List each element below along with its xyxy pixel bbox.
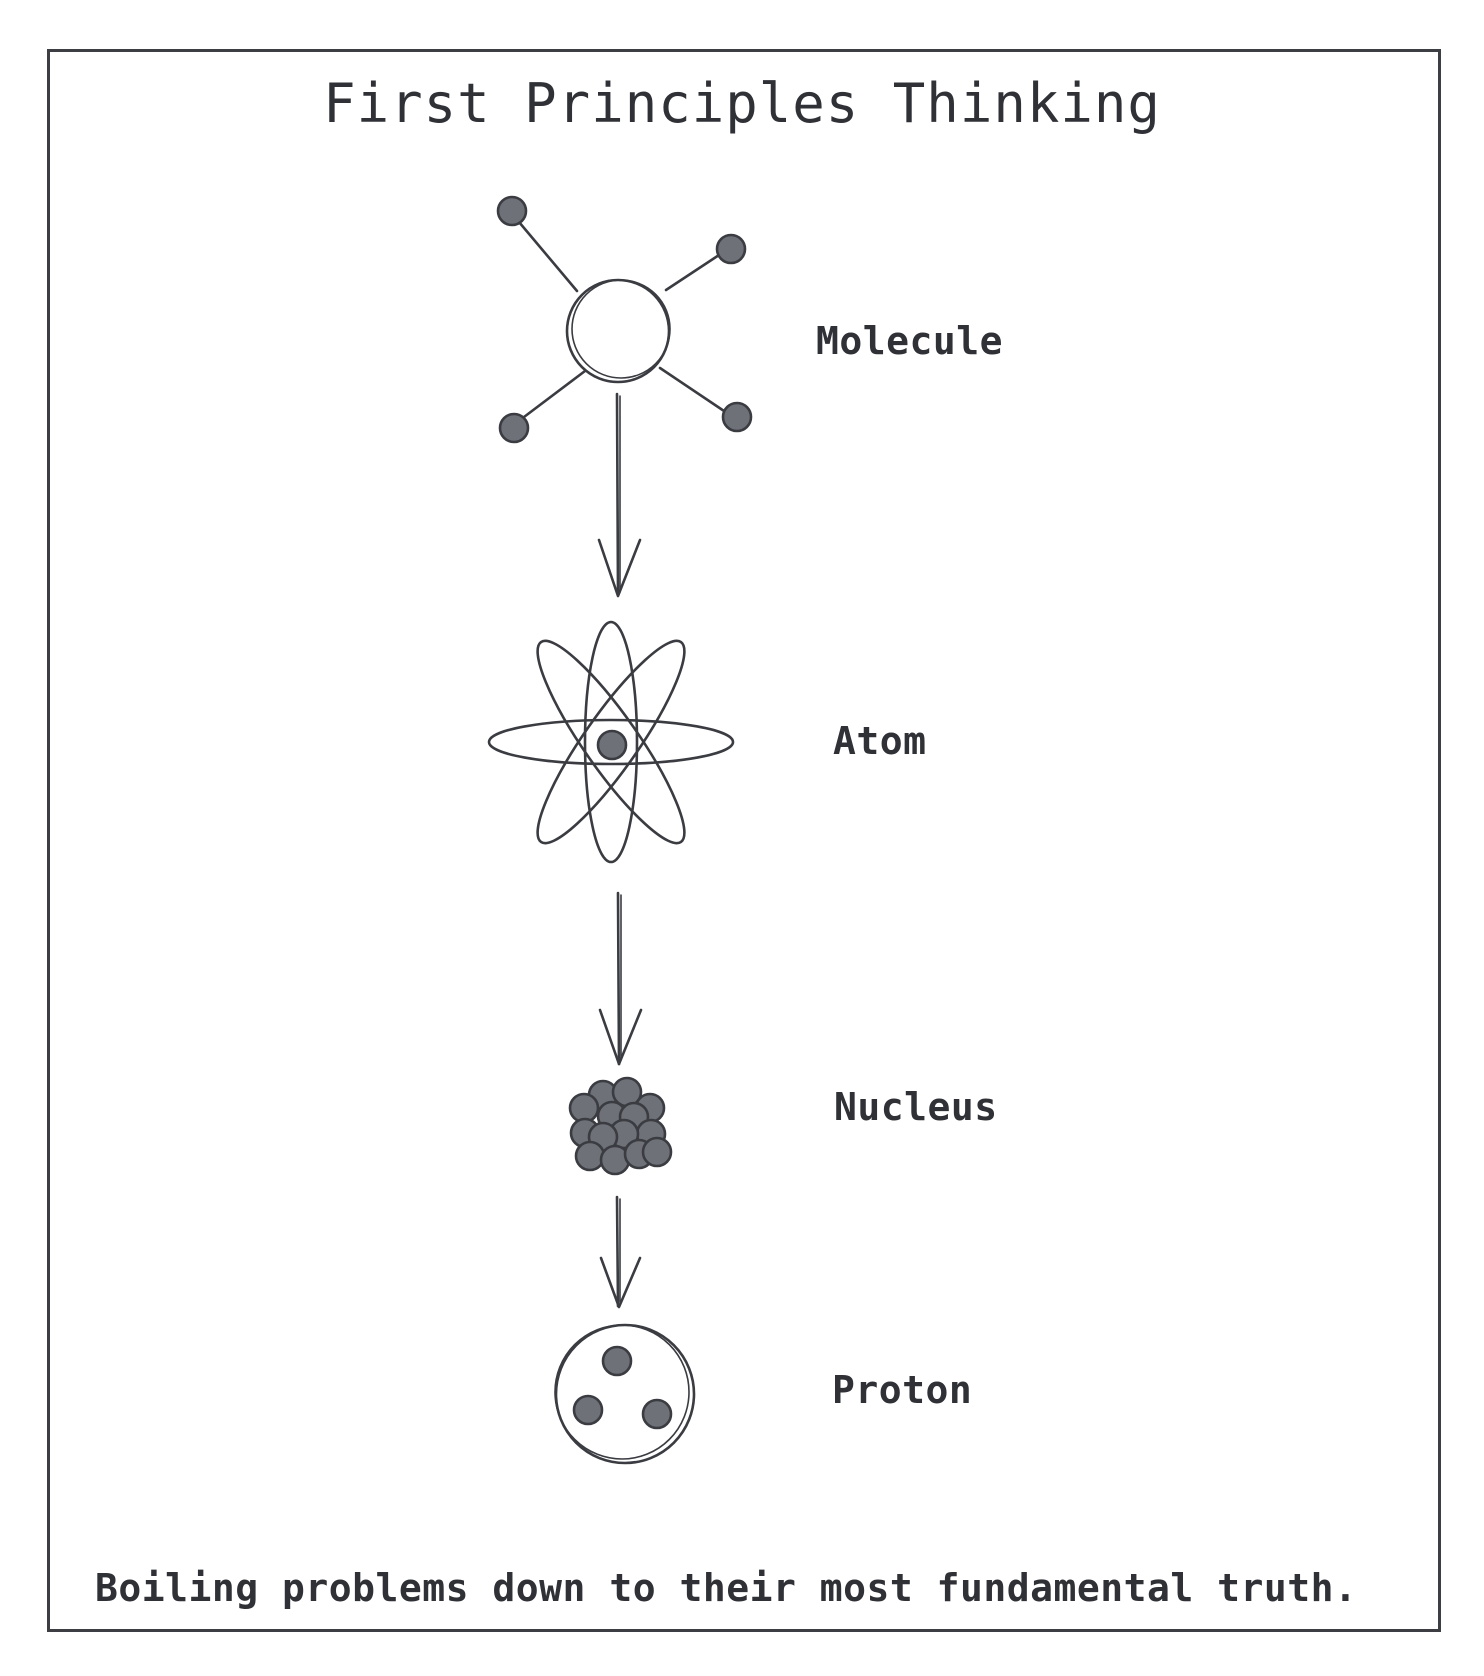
arrow-nucleus-to-proton: [599, 1195, 642, 1309]
diagram-caption: Boiling problems down to their most fund…: [95, 1566, 1358, 1610]
nucleus-icon: [568, 1076, 673, 1176]
arrow-molecule-to-atom: [597, 392, 642, 598]
level-label-molecule: Molecule: [816, 319, 1004, 363]
proton-icon: [554, 1323, 696, 1465]
atom-icon: [487, 620, 735, 864]
level-label-proton: Proton: [832, 1368, 973, 1412]
diagram-title: First Principles Thinking: [323, 72, 1161, 135]
diagram-frame: [47, 49, 1441, 1632]
level-label-atom: Atom: [833, 719, 927, 763]
level-label-nucleus: Nucleus: [834, 1085, 998, 1129]
molecule-icon: [496, 195, 753, 444]
arrow-atom-to-nucleus: [598, 891, 643, 1066]
